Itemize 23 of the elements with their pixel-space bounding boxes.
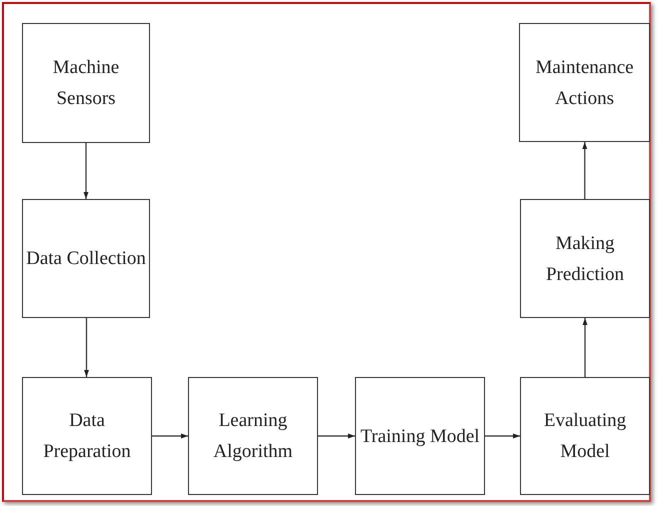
arrow — [485, 433, 520, 439]
node-label: Making Prediction — [544, 232, 626, 286]
process-box — [355, 377, 485, 495]
process-box — [520, 377, 650, 495]
arrow — [318, 433, 355, 439]
process-box — [22, 23, 150, 143]
node-label: Data Collection — [25, 247, 147, 271]
arrow — [582, 318, 588, 377]
process-box — [22, 199, 150, 318]
node-label: Evaluating Model — [542, 409, 628, 464]
arrow — [582, 142, 588, 199]
process-box — [519, 23, 650, 142]
process-box — [22, 377, 152, 495]
node-label: Learning Algorithm — [212, 409, 294, 464]
arrow — [84, 318, 90, 377]
node-label: Training Model — [359, 424, 481, 448]
process-box — [520, 199, 650, 318]
process-box — [188, 377, 318, 495]
node-label: Data Preparation — [42, 409, 132, 464]
arrow — [152, 433, 188, 439]
arrow — [83, 143, 89, 199]
node-label: Maintenance Actions — [534, 56, 635, 110]
node-label: Machine Sensors — [52, 56, 120, 111]
